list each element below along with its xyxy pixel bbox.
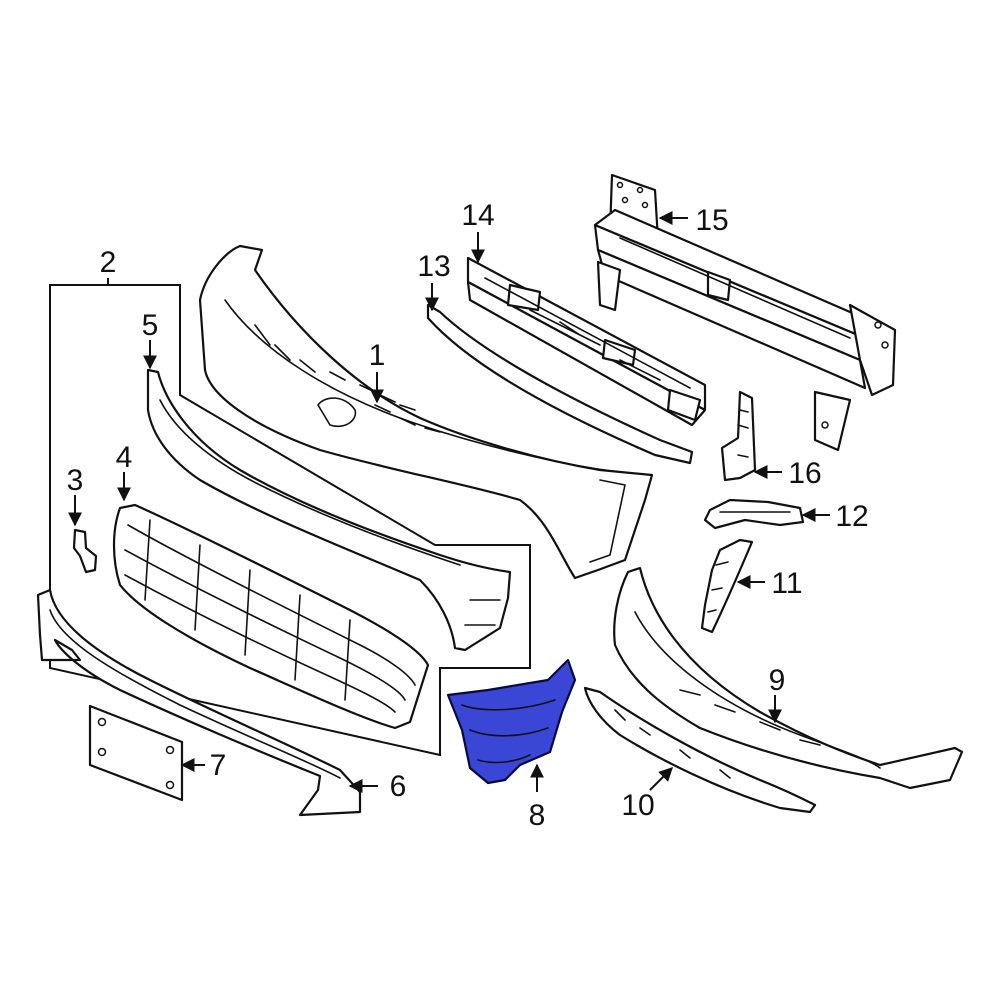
callout-5[interactable]: 5 xyxy=(142,309,159,342)
part-6-lower-trim[interactable] xyxy=(36,588,362,817)
callout-10[interactable]: 10 xyxy=(621,789,654,822)
callout-15[interactable]: 15 xyxy=(695,204,728,237)
part-13-absorber-strip[interactable] xyxy=(426,303,694,465)
group-2-bracket-outline xyxy=(49,284,531,757)
part-11-side-bracket[interactable] xyxy=(700,538,754,634)
callout-16[interactable]: 16 xyxy=(788,457,821,490)
part-4-grille[interactable] xyxy=(112,503,430,730)
leader-arrows xyxy=(68,211,830,793)
part-5-grille-trim[interactable] xyxy=(146,368,512,652)
part-15-reinforcement-beam[interactable] xyxy=(593,173,897,452)
callout-6[interactable]: 6 xyxy=(390,770,407,803)
callout-7[interactable]: 7 xyxy=(210,749,227,782)
part-1-bumper-cover[interactable] xyxy=(198,244,654,580)
callout-4[interactable]: 4 xyxy=(116,441,133,474)
part-10-skid-plate[interactable] xyxy=(583,686,817,814)
part-9-lower-cover[interactable] xyxy=(613,566,964,790)
part-12-bracket[interactable] xyxy=(703,498,805,530)
callout-2[interactable]: 2 xyxy=(100,246,117,279)
callout-14[interactable]: 14 xyxy=(461,199,494,232)
leader-10 xyxy=(649,767,673,791)
part-14-energy-absorber[interactable] xyxy=(466,256,707,427)
callout-3[interactable]: 3 xyxy=(67,464,84,497)
part-16-bracket[interactable] xyxy=(720,390,757,482)
part-7-license-plate-bracket[interactable] xyxy=(88,704,184,802)
callout-8[interactable]: 8 xyxy=(529,799,546,832)
part-8-bracket-highlighted[interactable] xyxy=(446,658,577,785)
callout-1[interactable]: 1 xyxy=(369,339,386,372)
callout-9[interactable]: 9 xyxy=(769,664,786,697)
callout-13[interactable]: 13 xyxy=(417,250,450,283)
callout-labels: 1 2 3 4 5 6 7 8 9 10 11 12 13 14 15 16 xyxy=(67,199,869,832)
callout-12[interactable]: 12 xyxy=(835,500,868,533)
part-3-clip[interactable] xyxy=(72,528,98,574)
callout-11[interactable]: 11 xyxy=(771,567,802,600)
